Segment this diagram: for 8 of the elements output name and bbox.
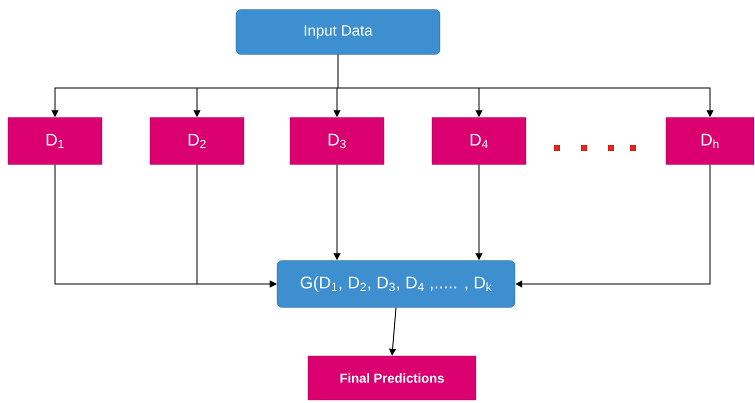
data-box: D$_{4}$	[432, 117, 526, 165]
process-box: Input Data	[236, 9, 440, 55]
data-box: Final Predictions	[308, 356, 476, 400]
data-box: D$_{h}$	[666, 117, 754, 165]
process-box: G(D$_{1}$, D$_{2}$, D$_{3}$, D$_{4}$ ,..... , D$_{k}$	[276, 260, 516, 308]
data-box: D$_{1}$	[8, 117, 102, 165]
data-box: D$_{3}$	[290, 117, 384, 165]
data-box: D$_{2}$	[150, 117, 244, 165]
